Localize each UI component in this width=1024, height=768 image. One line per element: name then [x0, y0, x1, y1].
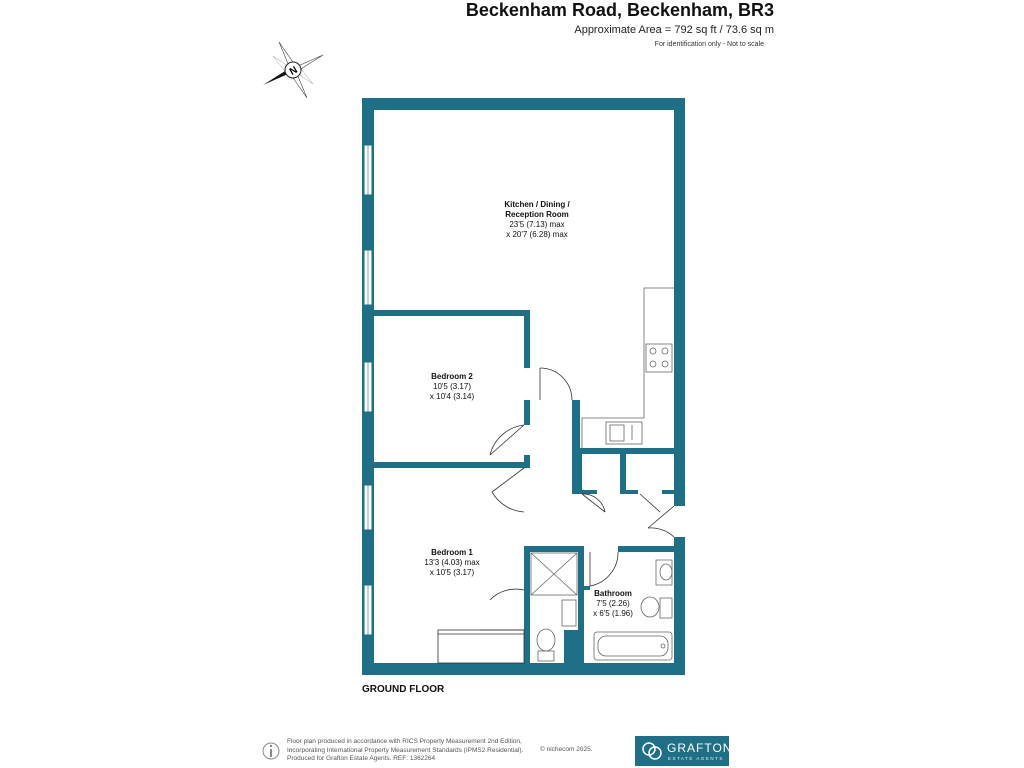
ensuite-fixtures	[530, 552, 578, 662]
room-dimension: x 6'5 (1.96)	[593, 609, 633, 618]
room-bedroom-2: Bedroom 2 10'5 (3.17) x 10'4 (3.14)	[430, 372, 474, 402]
footer-line: Produced for Grafton Estate Agents. REF:…	[287, 755, 436, 762]
room-dimension: 10'5 (3.17)	[433, 382, 471, 391]
footer-copyright: © nichecom 2025.	[540, 746, 593, 753]
logo-name: GRAFTON	[667, 741, 733, 755]
doors	[437, 367, 675, 664]
footer-disclaimer: Floor plan produced in accordance with R…	[287, 738, 607, 764]
floor-label: GROUND FLOOR	[362, 684, 445, 695]
room-kitchen-dining-reception: Kitchen / Dining / Reception Room 23'5 (…	[504, 200, 569, 240]
info-icon	[262, 742, 280, 760]
room-name: Bedroom 1	[431, 548, 473, 557]
room-dimension: 7'5 (2.26)	[596, 599, 630, 608]
bathroom-fixtures	[593, 559, 673, 661]
room-dimension: x 10'5 (3.17)	[429, 568, 475, 577]
scale-note: For identification only - Not to scale	[654, 41, 764, 48]
room-bedroom-1: Bedroom 1 13'3 (4.03) max x 10'5 (3.17)	[424, 548, 479, 578]
approximate-area: Approximate Area = 792 sq ft / 73.6 sq m	[574, 24, 774, 36]
grafton-logo: GRAFTON ESTATE AGENTS	[635, 736, 733, 766]
room-dimension: x 20'7 (6.28) max	[506, 230, 568, 239]
walls	[362, 98, 685, 675]
room-dimension: 23'5 (7.13) max	[509, 220, 565, 229]
footer-line: Floor plan produced in accordance with R…	[287, 738, 522, 745]
room-name: Bedroom 2	[431, 372, 473, 381]
grafton-logo-mark-icon	[642, 742, 662, 760]
room-name: Reception Room	[505, 210, 569, 219]
room-dimension: x 10'4 (3.14)	[429, 392, 475, 401]
kitchen-units	[581, 287, 674, 448]
compass-north-label: N	[288, 65, 300, 78]
room-name: Bathroom	[594, 589, 632, 598]
page-title: Beckenham Road, Beckenham, BR3	[465, 0, 774, 20]
footer-line: Incorporating International Property Mea…	[287, 746, 524, 754]
logo-tagline: ESTATE AGENTS	[668, 756, 724, 761]
compass-icon: N	[263, 41, 324, 99]
room-dimension: 13'3 (4.03) max	[424, 558, 480, 567]
room-bathroom: Bathroom 7'5 (2.26) x 6'5 (1.96)	[593, 589, 633, 619]
room-name: Kitchen / Dining /	[504, 200, 570, 209]
